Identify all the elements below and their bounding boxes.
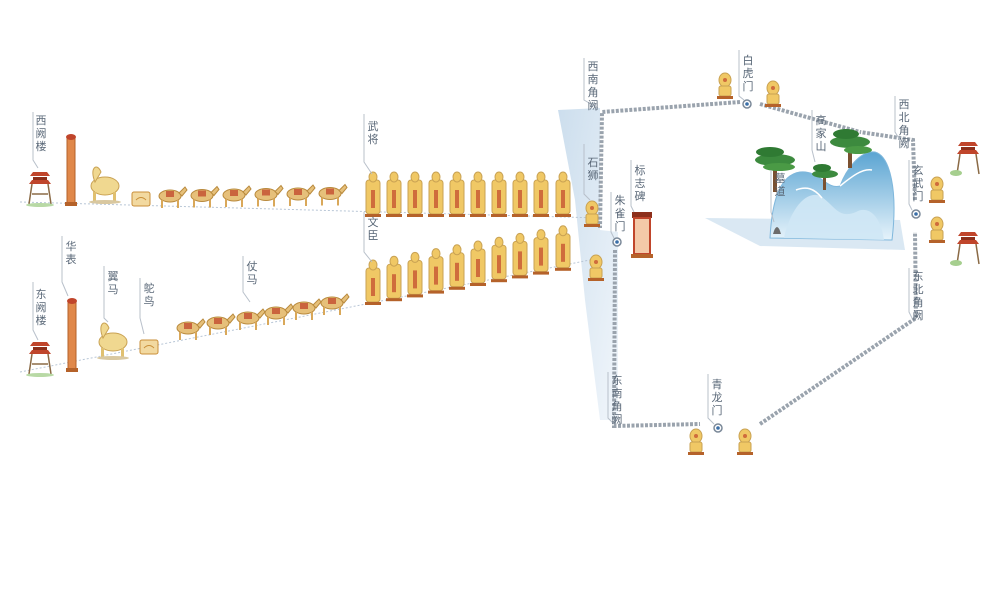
label-southwest-turret: 西南角阙 bbox=[587, 60, 599, 112]
statue-icon bbox=[428, 171, 444, 217]
tower-icon bbox=[26, 172, 54, 207]
statue-icon bbox=[512, 232, 528, 279]
label-northwest-turret: 西北角阙 bbox=[898, 98, 910, 150]
label-west-tower: 西阙楼 bbox=[35, 114, 47, 153]
statue-icon bbox=[533, 229, 549, 275]
label-east-tower: 东阙楼 bbox=[35, 288, 47, 327]
pillar-icon bbox=[66, 298, 78, 372]
statue-icon bbox=[512, 171, 528, 217]
enclosure-wall bbox=[598, 100, 919, 429]
pillar-icon bbox=[65, 134, 77, 206]
lion-icon bbox=[588, 254, 604, 281]
gate-marker-icon bbox=[911, 209, 921, 219]
statue-icon bbox=[449, 244, 465, 290]
lion-icon bbox=[737, 428, 753, 455]
enclosure-ground-shade bbox=[558, 108, 618, 420]
label-huabiao: 华表 bbox=[65, 240, 77, 266]
statue-icon bbox=[386, 171, 402, 217]
stele-icon bbox=[631, 212, 653, 258]
lion-icon bbox=[929, 176, 945, 203]
lion-icon bbox=[717, 72, 733, 99]
label-qinglong-gate: 青龙门 bbox=[711, 378, 723, 417]
leader-lines bbox=[32, 50, 913, 425]
horse-icon bbox=[286, 184, 316, 206]
label-xuanwu-gate: 玄武门 bbox=[912, 164, 924, 203]
label-civil-officials: 文臣 bbox=[367, 216, 379, 242]
label-baihu-gate: 白虎门 bbox=[742, 54, 754, 93]
ostrich-icon bbox=[131, 191, 151, 207]
horse-icon bbox=[97, 322, 129, 360]
horse-icon bbox=[222, 185, 252, 207]
statue-icon bbox=[365, 171, 381, 217]
statue-icon bbox=[555, 171, 571, 217]
horse-icon bbox=[264, 303, 294, 325]
statue-icon bbox=[533, 171, 549, 217]
statue-icon bbox=[491, 236, 507, 283]
gate-marker-icon bbox=[612, 237, 622, 247]
statue-icon bbox=[407, 251, 423, 298]
label-winged-horse: 翼马 bbox=[107, 270, 119, 296]
statue-icon bbox=[470, 171, 486, 217]
ostrich-icon bbox=[139, 339, 159, 355]
statue-icon bbox=[386, 255, 402, 302]
label-tomb-passage: 墓道 bbox=[774, 172, 786, 198]
statue-icon bbox=[470, 240, 486, 286]
statue-icon bbox=[365, 259, 381, 305]
lion-icon bbox=[929, 216, 945, 243]
horse-icon bbox=[89, 166, 121, 204]
statue-icon bbox=[449, 171, 465, 217]
lion-icon bbox=[688, 428, 704, 455]
statue-icon bbox=[428, 248, 444, 294]
label-zhuque-gate: 朱雀门 bbox=[614, 194, 626, 233]
label-gaojia-mountain: 高家山 bbox=[815, 114, 827, 153]
label-stone-lions: 石狮 bbox=[587, 156, 599, 182]
label-military-officials: 武将 bbox=[367, 120, 379, 146]
horse-icon bbox=[190, 185, 220, 208]
gaojia-mountain bbox=[769, 151, 895, 241]
label-guard-horses: 仗马 bbox=[246, 260, 258, 286]
horse-icon bbox=[158, 186, 188, 208]
tower-icon bbox=[26, 342, 54, 377]
horse-icon bbox=[318, 183, 348, 206]
label-northeast-turret: 东北角阙 bbox=[912, 270, 924, 322]
horse-icon bbox=[206, 313, 236, 335]
pine-icon bbox=[755, 147, 795, 192]
pine-icon bbox=[812, 164, 838, 190]
label-southeast-turret: 东南角阙 bbox=[611, 374, 623, 426]
lion-icon bbox=[765, 80, 781, 107]
statue-icon bbox=[555, 225, 571, 271]
horse-icon bbox=[254, 184, 284, 207]
horse-icon bbox=[292, 298, 322, 320]
gate-marker-icon bbox=[742, 99, 752, 109]
gate-marker-icon bbox=[713, 423, 723, 433]
pine-icon bbox=[830, 129, 872, 168]
horse-icon bbox=[176, 318, 206, 340]
statue-icon bbox=[407, 171, 423, 217]
label-stele: 标志碑 bbox=[634, 164, 646, 203]
horse-icon bbox=[236, 308, 266, 330]
tower-icon bbox=[950, 142, 980, 176]
statue-icon bbox=[491, 171, 507, 217]
lion-icon bbox=[584, 200, 600, 227]
tower-icon bbox=[950, 232, 980, 266]
horse-icon bbox=[320, 293, 350, 315]
label-ostrich: 鸵鸟 bbox=[143, 282, 155, 308]
